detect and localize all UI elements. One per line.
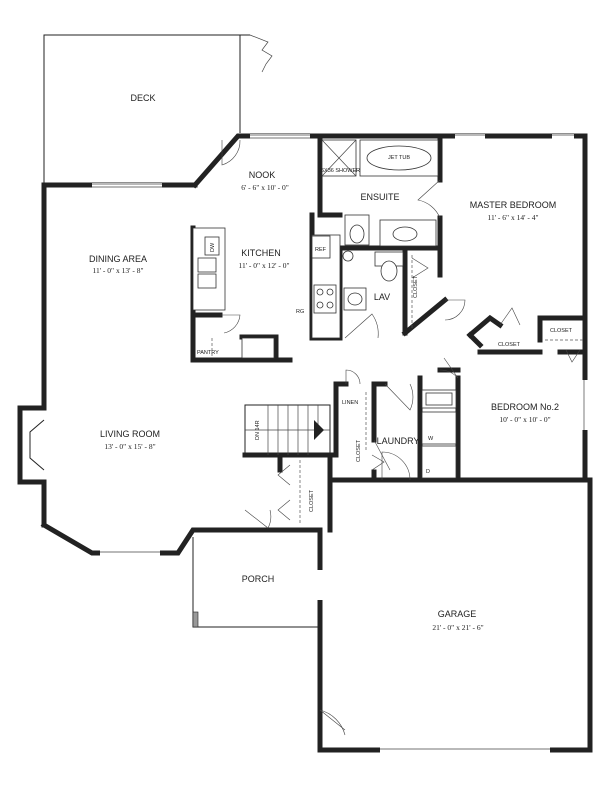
toilet-icon xyxy=(349,224,365,244)
porch xyxy=(192,537,318,628)
ensuite-label: ENSUITE xyxy=(360,192,399,202)
stair-arrow-icon xyxy=(314,420,324,440)
kitchen-label: KITCHEN xyxy=(241,248,281,258)
dryer xyxy=(421,445,457,479)
sink-icon xyxy=(342,250,354,262)
master-dims: 11' - 6" x 14' - 4" xyxy=(487,213,538,222)
garage-label: GARAGE xyxy=(438,609,477,619)
dining-label: DINING AREA xyxy=(89,254,147,264)
bedroom2-label: BEDROOM No.2 xyxy=(491,402,559,412)
nook-dims: 6' - 6" x 10' - 0" xyxy=(241,183,289,192)
entry-closet-label: CLOSET xyxy=(309,489,315,512)
fireplace xyxy=(17,405,47,485)
dining-dims: 11' - 0" x 13' - 8" xyxy=(92,266,143,275)
porch-label: PORCH xyxy=(242,574,275,584)
master-label: MASTER BEDROOM xyxy=(470,200,557,210)
lav-sink-icon xyxy=(347,292,363,306)
dw-label: DW xyxy=(210,242,216,252)
range xyxy=(313,284,337,314)
kitchen-dims: 11' - 0" x 12' - 0" xyxy=(238,261,289,270)
linen-label: LINEN xyxy=(342,400,358,406)
master-closet-label: CLOSET xyxy=(413,275,419,298)
stairs xyxy=(244,404,331,456)
ref-label: REF xyxy=(315,247,327,253)
washer-label: W xyxy=(428,436,434,442)
refrigerator xyxy=(311,235,331,259)
bedroom2-closet-label: CLOSET xyxy=(550,328,573,334)
closets xyxy=(211,255,583,525)
bedroom2-dims: 10' - 0" x 10' - 0" xyxy=(499,415,550,424)
deck-label: DECK xyxy=(130,93,155,103)
hall-closet-label: CLOSET xyxy=(498,342,521,348)
room-labels: DECK NOOK 6' - 6" x 10' - 0" DINING AREA… xyxy=(89,93,559,632)
rg-label: RG xyxy=(296,309,304,315)
living-dims: 13' - 0" x 15' - 8" xyxy=(104,442,155,451)
laundry-closet-label: CLOSET xyxy=(356,439,362,462)
shower-label: 36X36 SHOWER xyxy=(318,168,360,174)
stairs-label: DN 14R xyxy=(255,420,261,440)
vanity-sink-icon xyxy=(392,226,418,242)
deck xyxy=(43,34,273,185)
washer xyxy=(421,411,457,445)
garage-dims: 21' - 0" x 21' - 6" xyxy=(432,623,483,632)
living-label: LIVING ROOM xyxy=(100,429,160,439)
laundry-label: LAUNDRY xyxy=(377,436,420,446)
pantry-label: PANTRY xyxy=(197,350,219,356)
dishwasher xyxy=(204,236,220,256)
fixture-labels: JET TUB 36X36 SHOWER DW REF RG PANTRY CL… xyxy=(197,155,573,512)
jet-tub-label: JET TUB xyxy=(388,155,410,161)
fixtures xyxy=(192,139,457,479)
doors xyxy=(220,139,581,736)
windows xyxy=(92,134,588,753)
lav-label: LAV xyxy=(374,292,390,302)
lav-toilet-icon xyxy=(380,260,398,282)
dryer-label: D xyxy=(426,469,430,475)
post-icon xyxy=(192,611,199,628)
nook-label: NOOK xyxy=(249,170,276,180)
